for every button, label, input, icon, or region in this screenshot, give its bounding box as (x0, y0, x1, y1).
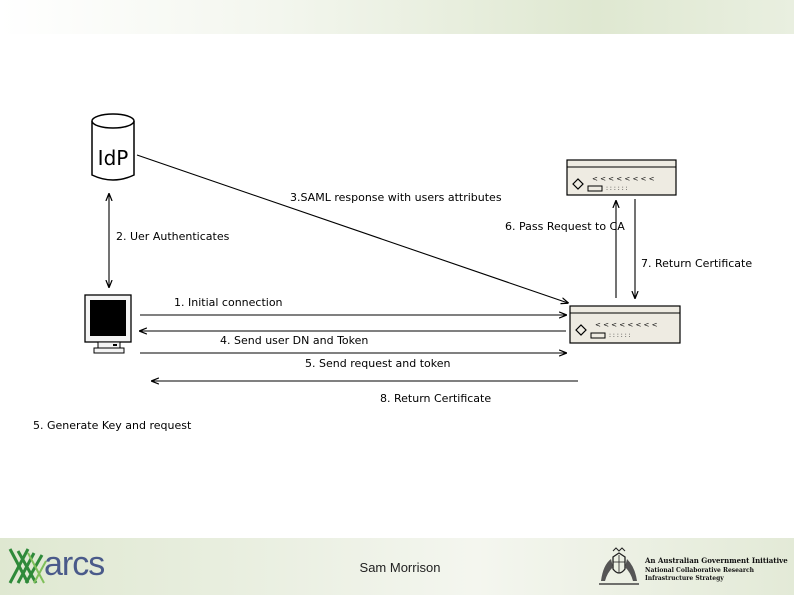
coat-of-arms-icon (599, 547, 639, 585)
svg-text:< < < < < < < <: < < < < < < < < (595, 321, 658, 329)
step-3-label: 3.SAML response with users attributes (290, 191, 502, 204)
step-5-generate-label: 5. Generate Key and request (33, 419, 192, 432)
ncris-line-1: National Collaborative Research (645, 567, 755, 574)
ncris-line-2: Infrastructure Strategy (645, 575, 724, 582)
idp-label: IdP (98, 146, 129, 170)
step-7-label: 7. Return Certificate (641, 257, 752, 270)
step-1-label: 1. Initial connection (174, 296, 283, 309)
step-5-request-label: 5. Send request and token (305, 357, 450, 370)
svg-text:< < < < < < < <: < < < < < < < < (592, 175, 655, 183)
gov-initiative-line: An Australian Government Initiative (645, 556, 788, 565)
step-4-label: 4. Send user DN and Token (220, 334, 368, 347)
footer-banner (0, 538, 794, 595)
ca-server-icon: < < < < < < < < : : : : : : (566, 159, 677, 196)
client-computer-icon (84, 294, 132, 354)
service-server-icon: < < < < < < < < : : : : : : (569, 305, 681, 344)
step-6-label: 6. Pass Request to CA (505, 220, 625, 233)
svg-text:: : : : : :: : : : : : : (609, 332, 631, 339)
arrow-saml-response (136, 154, 568, 303)
presenter-name: Sam Morrison (359, 560, 441, 575)
top-banner (0, 0, 794, 34)
svg-text:: : : : : :: : : : : : : (606, 185, 628, 192)
idp-database-icon: IdP (91, 113, 135, 181)
step-2-label: 2. Uer Authenticates (116, 230, 230, 243)
arcs-logo-icon (8, 548, 47, 584)
arcs-logo-text: arcs (44, 545, 105, 583)
step-8-label: 8. Return Certificate (380, 392, 491, 405)
